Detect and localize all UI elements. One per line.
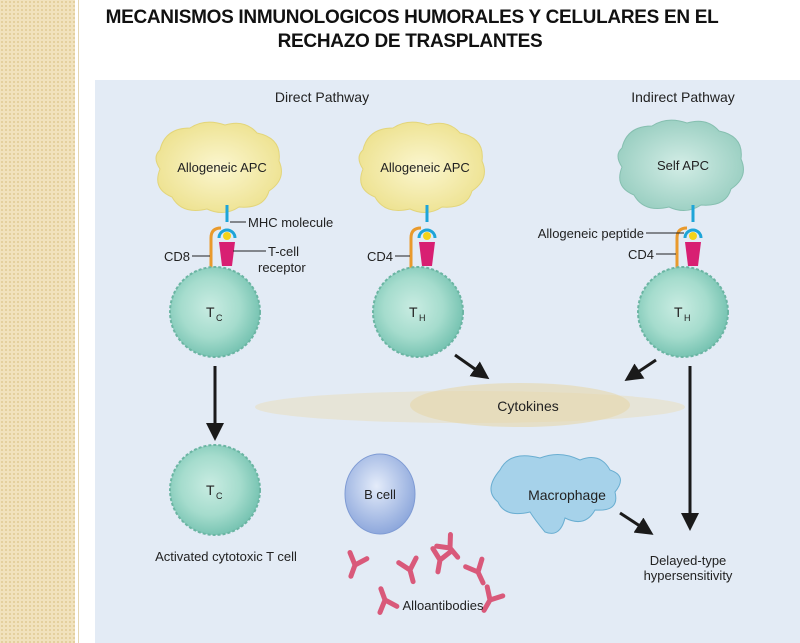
cd4-label: CD4 [367, 249, 393, 264]
cd4-label: CD4 [628, 247, 654, 262]
cytokines-label: Cytokines [497, 398, 558, 414]
cd8-label: CD8 [164, 249, 190, 264]
cell-letter: T [674, 304, 683, 320]
cytotoxic-t-cell: T C [169, 266, 261, 358]
mhc-molecule-label: MHC molecule [248, 215, 333, 230]
helper-t-cell-indirect: T H [637, 266, 729, 358]
macrophage-to-dth-arrow [619, 511, 654, 535]
antibody-icon [463, 556, 486, 586]
th-to-cytokines-arrow [454, 353, 490, 380]
antibody-icon [396, 555, 419, 585]
divider [78, 0, 79, 643]
b-cell-label: B cell [364, 487, 396, 502]
apc-label: Self APC [657, 158, 709, 173]
allogeneic-apc-2: Allogeneic APC [358, 121, 485, 213]
cell-subscript: C [216, 313, 223, 323]
tcr-label-line2: receptor [258, 260, 306, 275]
dth-label-line1: Delayed-type [650, 553, 727, 568]
cell-letter: T [409, 304, 418, 320]
mhc-tcr-complex-cd4 [409, 205, 437, 268]
cell-subscript: H [684, 313, 691, 323]
apc-label: Allogeneic APC [177, 160, 267, 175]
cell-subscript: H [419, 313, 426, 323]
mhc-tcr-complex-cd8 [209, 205, 237, 268]
mhc-tcr-complex-self [675, 205, 703, 268]
macrophage-label: Macrophage [528, 487, 606, 503]
allogeneic-peptide-label: Allogeneic peptide [538, 226, 644, 241]
macrophage: Macrophage [490, 454, 621, 534]
cell-letter: T [206, 482, 215, 498]
antibody-icon [430, 546, 454, 575]
alloantibodies-group [347, 532, 506, 615]
dth-label-line2: hypersensitivity [644, 568, 733, 583]
antibody-icon [377, 586, 400, 615]
th-to-cytokines-arrow-2 [624, 358, 657, 381]
cytokine-cloud [255, 383, 685, 427]
tcr-label-line1: T-cell [268, 244, 299, 259]
antibody-icon [347, 550, 370, 579]
cell-subscript: C [216, 491, 223, 501]
activated-tc-label: Activated cytotoxic T cell [155, 549, 297, 564]
arrows [206, 353, 699, 535]
alloantibodies-label: Alloantibodies [403, 598, 484, 613]
antibody-icon [434, 532, 461, 560]
b-cell: B cell [344, 453, 416, 535]
apc-label: Allogeneic APC [380, 160, 470, 175]
title-line-2: RECHAZO DE TRASPLANTES [277, 31, 543, 52]
direct-pathway-label: Direct Pathway [275, 89, 369, 105]
slide-title: MECANISMOS INMUNOLOGICOS HUMORALES Y CEL… [0, 6, 800, 54]
antibody-icon [481, 584, 506, 613]
cell-letter: T [206, 304, 215, 320]
activated-cytotoxic-t-cell: T C [169, 444, 261, 536]
decorative-border [0, 0, 75, 643]
callout-lines [192, 221, 684, 257]
indirect-pathway-label: Indirect Pathway [631, 89, 735, 105]
allogeneic-apc-1: Allogeneic APC [155, 121, 282, 213]
title-line-1: MECANISMOS INMUNOLOGICOS HUMORALES Y CEL… [105, 7, 719, 28]
helper-t-cell-direct: T H [372, 266, 464, 358]
self-apc: Self APC [617, 119, 744, 211]
